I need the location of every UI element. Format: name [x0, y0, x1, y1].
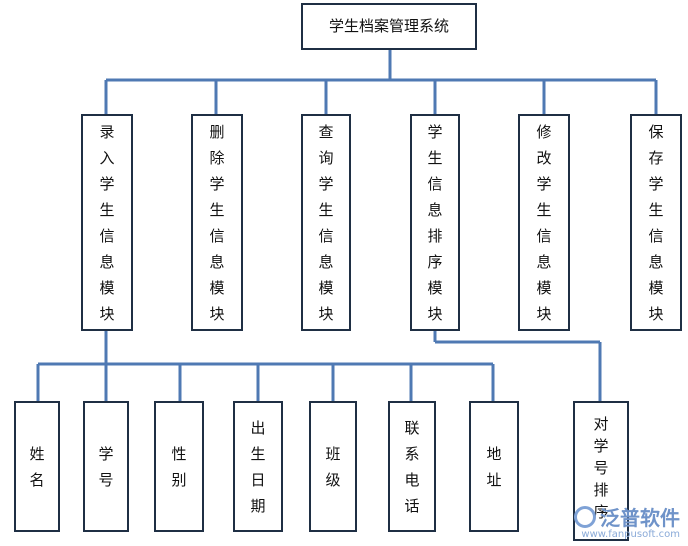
module-label: 修改学生信息模块 [536, 122, 552, 323]
root-node: 学生档案管理系统 [301, 3, 477, 50]
module-label: 学生信息排序模块 [427, 122, 443, 323]
field-node: 地址 [469, 401, 519, 532]
field-node: 联系电话 [388, 401, 436, 532]
watermark-name: 泛普软件 [600, 506, 680, 530]
field-label: 学号 [98, 444, 114, 489]
field-node: 学号 [83, 401, 129, 532]
module-sort: 学生信息排序模块 [410, 114, 460, 331]
module-query: 查询学生信息模块 [301, 114, 351, 331]
module-edit: 修改学生信息模块 [518, 114, 570, 331]
field-label: 出生日期 [250, 418, 266, 515]
module-delete: 删除学生信息模块 [191, 114, 243, 331]
module-save: 保存学生信息模块 [630, 114, 682, 331]
field-node: 性别 [154, 401, 204, 532]
field-node: 出生日期 [233, 401, 283, 532]
module-label: 保存学生信息模块 [648, 122, 664, 323]
root-label: 学生档案管理系统 [328, 17, 449, 35]
field-node: 姓名 [14, 401, 60, 532]
module-label: 查询学生信息模块 [318, 122, 334, 323]
module-label: 删除学生信息模块 [209, 122, 225, 323]
sort-by-id-node: 对学号排序 [573, 401, 629, 541]
field-label: 班级 [325, 444, 341, 489]
logo-icon [574, 505, 596, 528]
field-label: 性别 [171, 444, 187, 489]
module-entry: 录入学生信息模块 [81, 114, 133, 331]
field-label: 姓名 [29, 444, 45, 489]
field-node: 班级 [309, 401, 357, 532]
module-label: 录入学生信息模块 [99, 122, 115, 323]
watermark-logo: 泛普软件 www.fanpusoft.com [574, 502, 680, 540]
field-label: 联系电话 [404, 418, 420, 515]
sort-by-id-label: 对学号排序 [593, 415, 609, 521]
field-label: 地址 [486, 444, 502, 489]
watermark-url: www.fanpusoft.com [581, 529, 680, 540]
